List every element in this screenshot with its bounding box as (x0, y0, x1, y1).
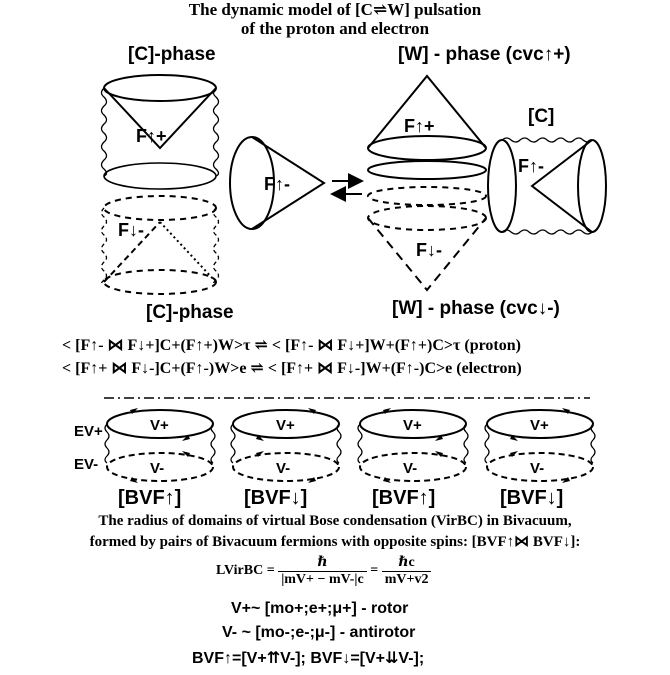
v-minus-label-4: V- (530, 460, 544, 477)
v-minus-label-3: V- (403, 460, 417, 477)
c-label-right: [C] (528, 106, 555, 127)
formula-fraction-1: ℏ |mV+ − mV-|c (278, 554, 367, 588)
v-plus-label-1: V+ (150, 417, 169, 434)
title-line-2: of the proton and electron (240, 19, 430, 38)
ev-minus-label: EV- (74, 456, 98, 473)
f-up-minus-label-center: F↑- (264, 174, 290, 194)
v-minus-label-1: V- (150, 460, 164, 477)
bvf-label-1: [BVF↑] (118, 487, 182, 509)
bvf-cylinder-4 (484, 408, 596, 483)
bvf-label-2: [BVF↓] (244, 487, 308, 509)
v-minus-label-2: V- (276, 460, 290, 477)
caption-line-2: formed by pairs of Bivacuum fermions wit… (89, 534, 581, 550)
c-phase-label-top: [C]-phase (128, 44, 216, 65)
formula-den-1: |mV+ − mV-|c (281, 572, 364, 587)
f-down-minus-label-left: F↓- (118, 220, 144, 240)
bvf-label-4: [BVF↓] (500, 487, 564, 509)
formula-eq-2: = (370, 563, 379, 578)
bvf-definition: BVF↑=[V+⇈V-]; BVF↓=[V+⇊V-]; (192, 650, 425, 667)
proton-equation: < [F↑- ⋈ F↓+]C+(F↑+)W>τ ⇌ < [F↑- ⋈ F↓+]W… (62, 337, 521, 354)
antirotor-definition: V- ~ [mo-;e-;μ-] - antirotor (222, 624, 416, 641)
v-plus-label-3: V+ (403, 417, 422, 434)
bvf-label-3: [BVF↑] (372, 487, 436, 509)
w-phase-top-cone (367, 74, 487, 180)
w-phase-label-top: [W] - phase (cvc↑+) (398, 44, 571, 65)
formula-num-1: ℏ (278, 554, 367, 572)
caption-line-1: The radius of domains of virtual Bose co… (98, 513, 572, 529)
formula-num-2: ℏc (381, 554, 432, 572)
radius-formula: LVirBC = ℏ |mV+ − mV-|c = ℏc mV+v2 (216, 554, 432, 588)
c-right-box (487, 137, 607, 235)
bvf-cylinder-2 (230, 408, 342, 483)
electron-equation: < [F↑+ ⋈ F↓-]C+(F↑-)W>e ⇌ < [F↑+ ⋈ F↓-]W… (62, 360, 522, 377)
v-plus-label-2: V+ (276, 417, 295, 434)
f-up-plus-label-left: F↑+ (136, 126, 167, 146)
v-plus-label-4: V+ (530, 417, 549, 434)
w-phase-label-bottom: [W] - phase (cvc↓-) (392, 298, 560, 319)
formula-fraction-2: ℏc mV+v2 (381, 554, 432, 588)
bvf-cylinder-3 (357, 408, 469, 483)
formula-den-2: mV+v2 (384, 572, 429, 587)
f-up-plus-label-w: F↑+ (404, 116, 435, 136)
c-phase-bottom-box (100, 195, 220, 295)
ev-plus-label: EV+ (74, 423, 103, 440)
c-phase-label-bottom: [C]-phase (146, 302, 234, 323)
title-line-1: The dynamic model of [C⇌W] pulsation (188, 0, 482, 19)
c-phase-top-box (100, 74, 220, 190)
w-phase-bottom-cone (367, 186, 487, 292)
f-down-minus-label-w: F↓- (416, 240, 442, 260)
equilibrium-arrows (330, 173, 364, 202)
central-cone (229, 136, 326, 230)
formula-lhs: LVirBC = (216, 563, 275, 578)
rotor-definition: V+~ [mo+;e+;μ+] - rotor (231, 600, 409, 617)
bvf-cylinder-1 (104, 408, 216, 483)
bvf-cylinders (104, 408, 596, 483)
f-up-minus-label-right: F↑- (518, 156, 544, 176)
